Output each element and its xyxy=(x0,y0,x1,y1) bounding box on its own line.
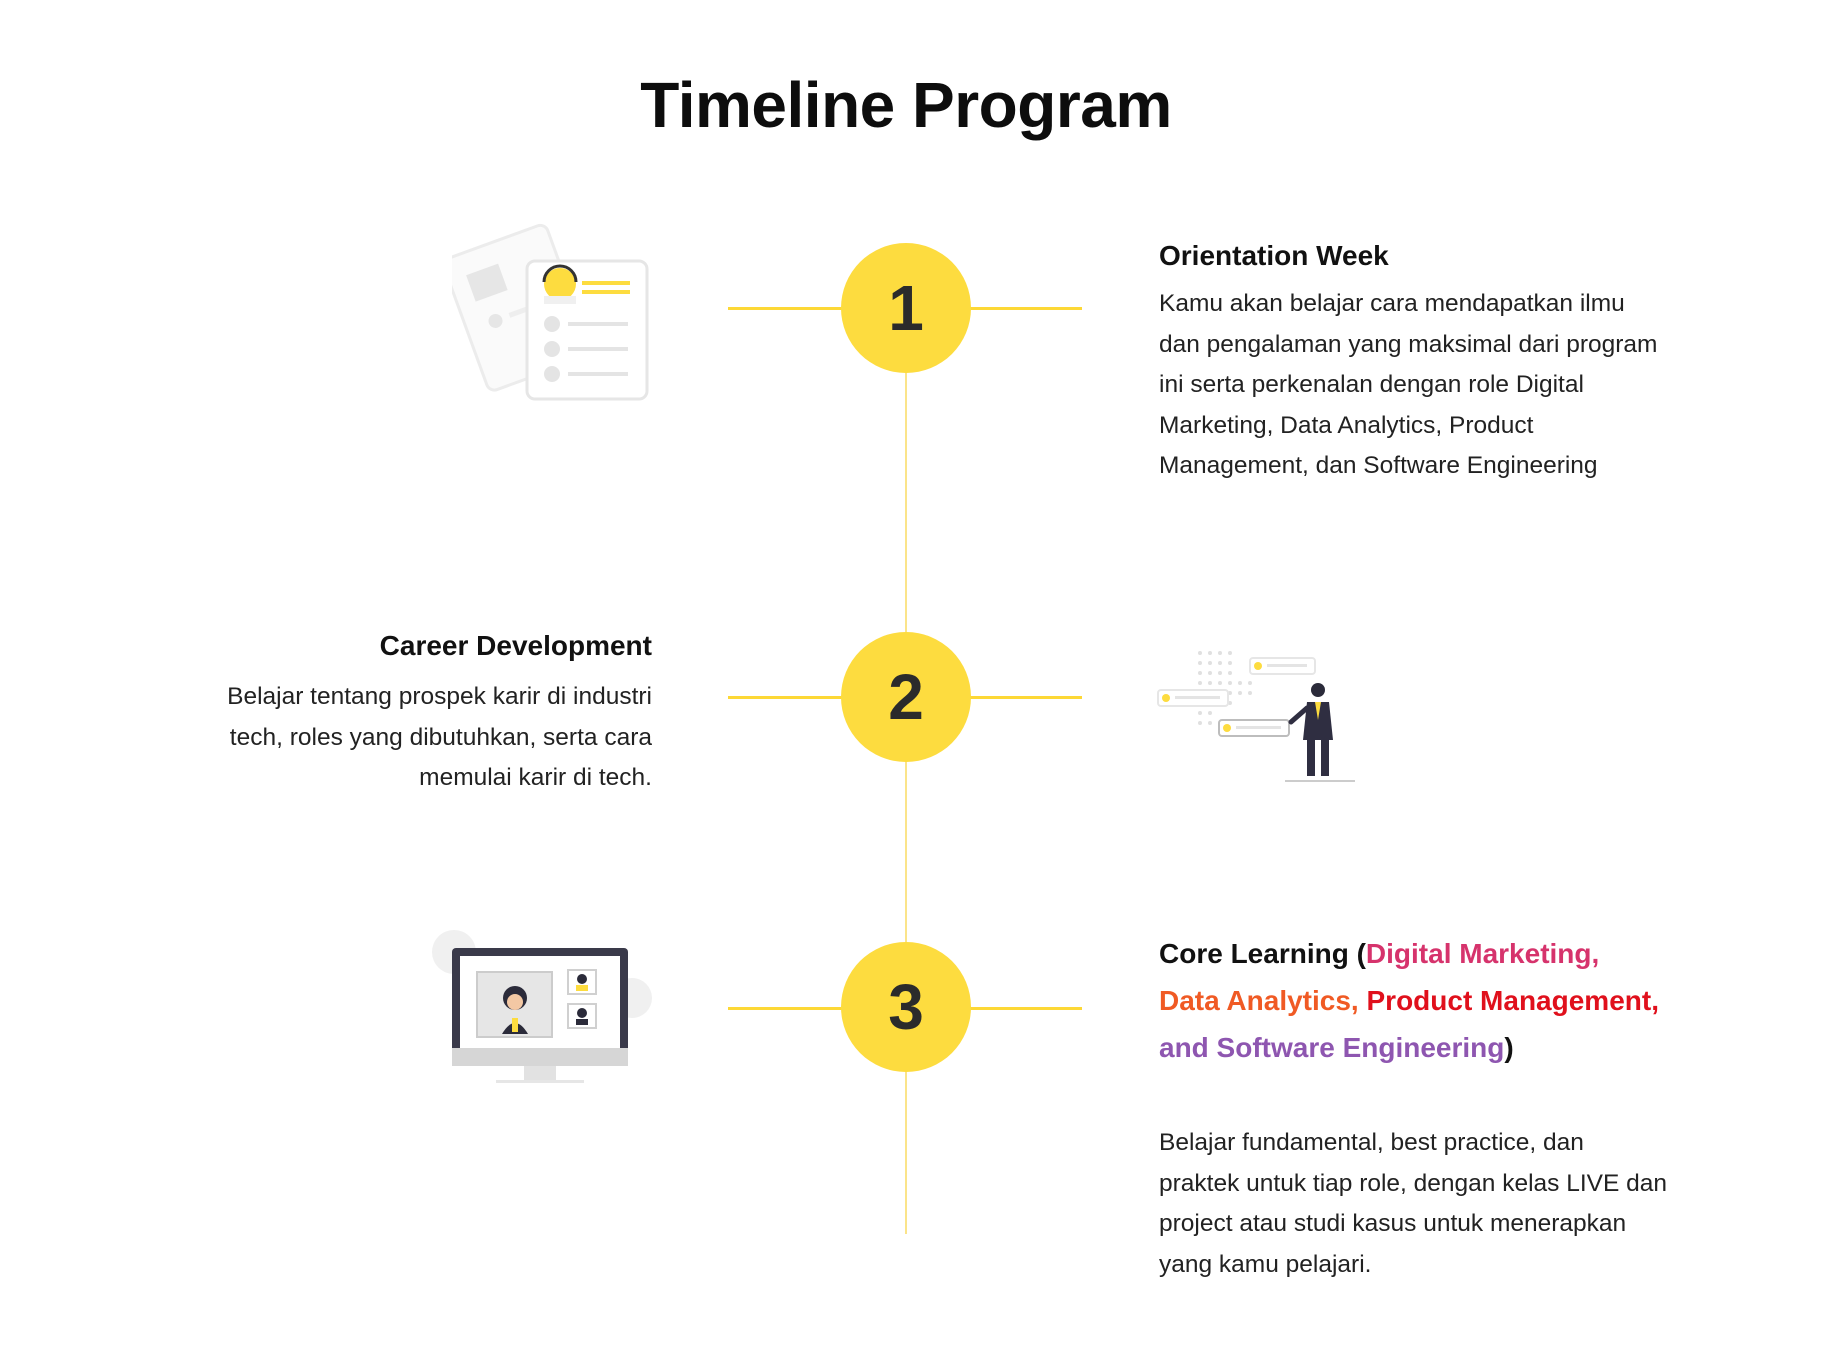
step-3-title-prefix: Core Learning ( xyxy=(1159,938,1366,969)
document-checklist-icon xyxy=(452,223,649,401)
page-title: Timeline Program xyxy=(640,69,1172,141)
step-3-description: Belajar fundamental, best practice, dan … xyxy=(1159,1129,1668,1278)
step-3-title-suffix: ) xyxy=(1504,1032,1514,1063)
step-1-description: Kamu akan belajar cara mendapatkan ilmu … xyxy=(1159,290,1658,479)
video-call-monitor-icon xyxy=(432,930,652,1083)
step-3-title-digital-marketing: Digital Marketing, xyxy=(1365,938,1600,969)
step-2-description: Belajar tentang prospek karir di industr… xyxy=(227,683,652,791)
step-2-title: Career Development xyxy=(379,630,652,661)
step-3-badge: 3 xyxy=(841,942,971,1072)
step-1-title: Orientation Week xyxy=(1159,240,1389,271)
step-3-title: Core Learning (Digital Marketing, Data A… xyxy=(1159,930,1669,1071)
step-3-title-and-software: and Software Engineering xyxy=(1159,1032,1505,1063)
timeline-vertical-line xyxy=(905,300,907,1234)
step-3-title-product-management: Product Management, xyxy=(1366,985,1659,1016)
step-3-title-data-analytics: Data Analytics, xyxy=(1159,985,1359,1016)
step-1-badge: 1 xyxy=(841,243,971,373)
step-2-badge: 2 xyxy=(841,632,971,762)
presenter-icon xyxy=(1157,651,1355,782)
